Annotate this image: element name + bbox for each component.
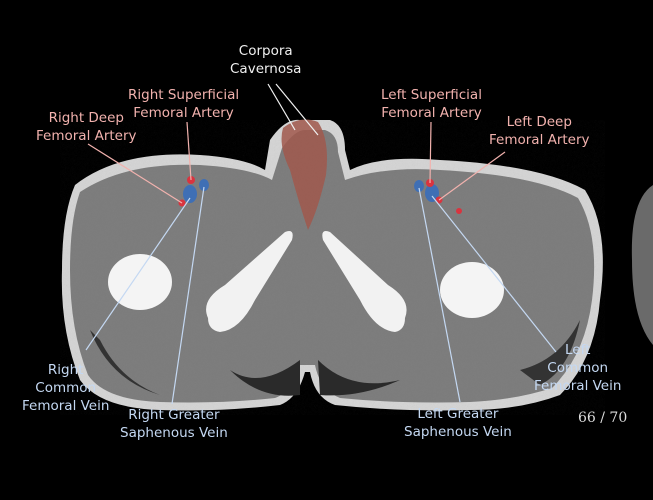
left-femur	[440, 262, 504, 318]
leaders-artery	[87, 121, 506, 204]
right-ischium	[206, 231, 293, 332]
right-greater-saphenous-vein	[199, 179, 209, 191]
leaders-vein	[85, 186, 557, 405]
left-greater-saphenous-vein	[414, 180, 424, 192]
right-femur	[108, 254, 172, 310]
left-ischium	[322, 231, 407, 332]
adjacent-slice-edge	[631, 185, 653, 345]
corpora-cavernosa	[281, 119, 327, 230]
fat-region	[230, 360, 300, 396]
right-common-femoral-vein	[183, 185, 197, 203]
left-artery-branch	[456, 208, 462, 214]
fat-region	[318, 360, 400, 396]
leaders-white	[267, 83, 319, 136]
fat-region	[520, 320, 580, 385]
slice-counter: 66 / 70	[578, 410, 628, 426]
left-common-femoral-vein	[425, 184, 439, 202]
